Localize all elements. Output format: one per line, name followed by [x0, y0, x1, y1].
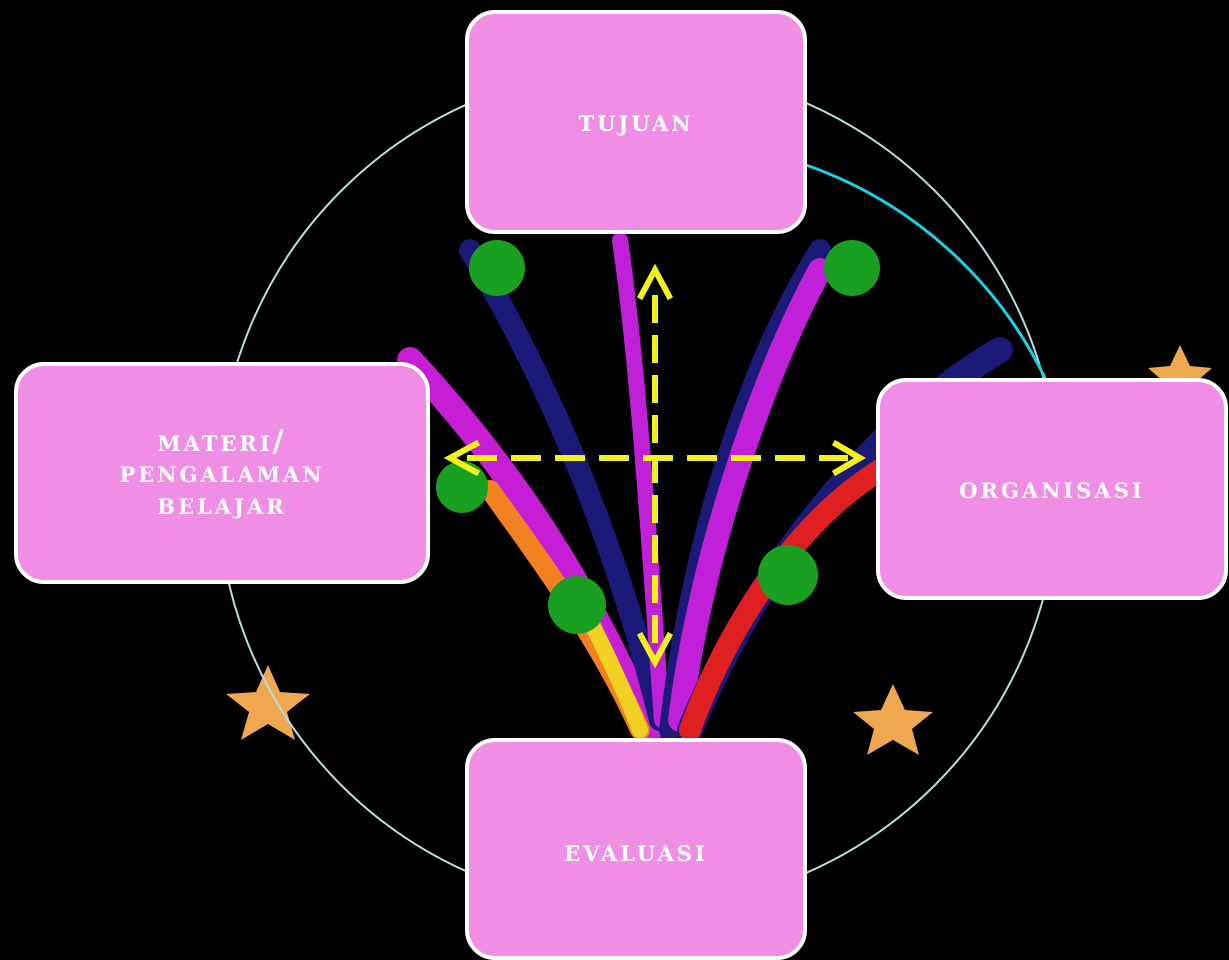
node-organisasi-label: Organisasi	[959, 473, 1144, 505]
node-materi-label: Materi/ Pengalaman Belajar	[119, 426, 324, 521]
node-organisasi: Organisasi	[876, 378, 1228, 600]
node-evaluasi: Evaluasi	[465, 738, 807, 960]
node-evaluasi-label: Evaluasi	[564, 836, 708, 868]
node-tujuan: Tujuan	[465, 10, 807, 234]
arrowhead-up-icon	[641, 270, 669, 296]
node-tujuan-label: Tujuan	[578, 106, 693, 138]
node-materi: Materi/ Pengalaman Belajar	[14, 362, 430, 584]
